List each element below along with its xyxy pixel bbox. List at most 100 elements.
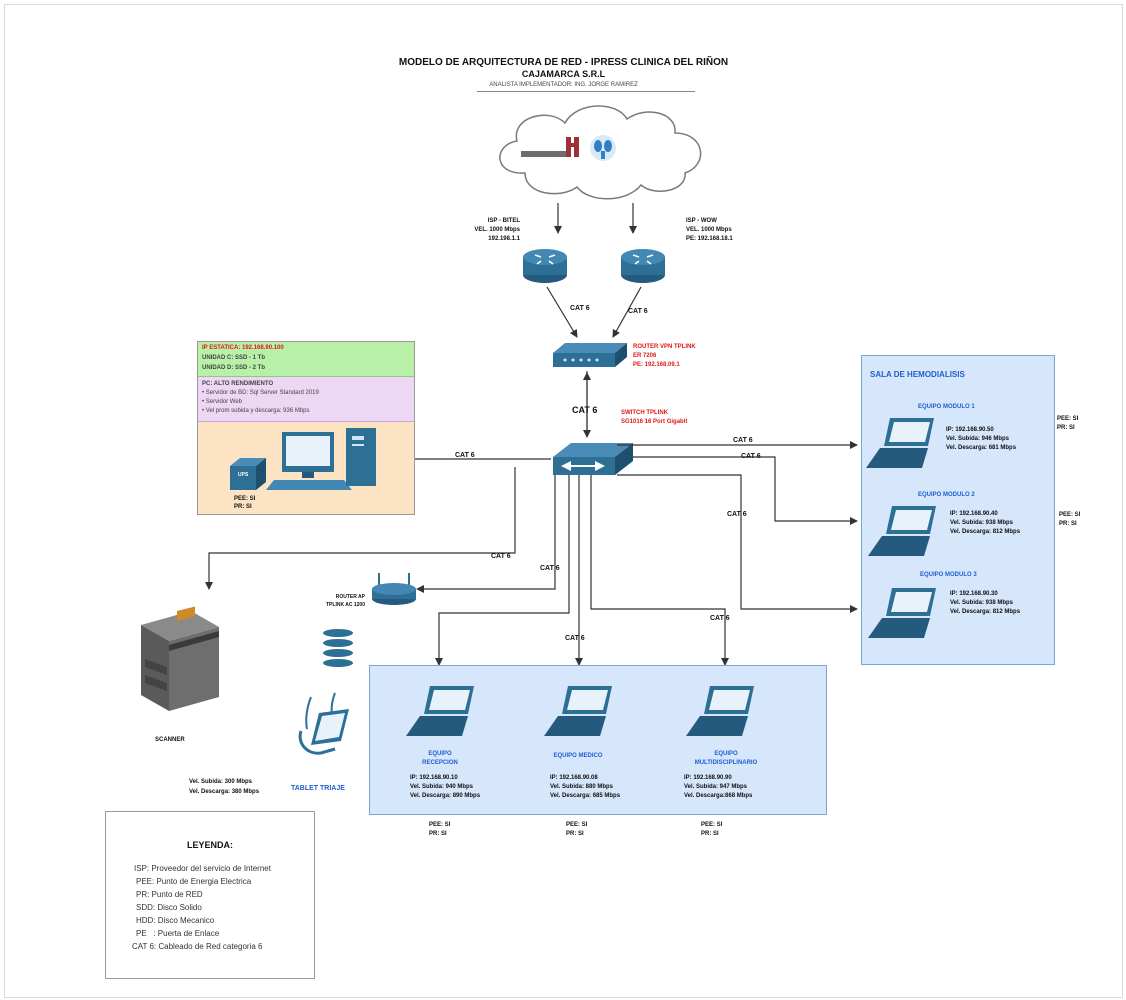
legend-item-cat6: CAT 6: Cableado de Red categoria 6 <box>132 942 263 951</box>
device-multi-pr: PR: SI <box>701 831 719 837</box>
legend-title: LEYENDA: <box>186 840 233 850</box>
scanner-label: SCANNER <box>155 737 185 743</box>
device-recepcion-down: Vel. Descarga: 890 Mbps <box>410 793 481 799</box>
laptop-icon <box>544 686 612 736</box>
isp-wow-router-icon <box>621 249 665 283</box>
analyst-line: ANALISTA IMPLEMENTADOR: ING. JORGE RAMIR… <box>489 82 638 88</box>
laptop-icon <box>406 686 474 736</box>
cat6-label-mod2: CAT 6 <box>741 453 761 460</box>
scanner-icon <box>141 606 219 711</box>
module-3-up: Vel. Subida: 938 Mbps <box>950 600 1014 606</box>
device-medico-ip: IP: 192.168.90.08 <box>550 775 598 781</box>
legend-box: LEYENDA: ISP: Proveedor del servicio de … <box>105 811 315 979</box>
tablet-label: TABLET TRIAJE <box>291 785 345 792</box>
module-3-down: Vel. Descarga: 812 Mbps <box>950 609 1021 615</box>
cat6-label-mod3: CAT 6 <box>727 511 747 518</box>
module-2-pr: PR: SI <box>1059 521 1077 527</box>
cat6-label-mod1: CAT 6 <box>733 437 753 444</box>
device-recepcion-name1: EQUIPO <box>428 751 452 757</box>
module-2-name: EQUIPO MODULO 2 <box>918 492 975 498</box>
module-2-ip: IP: 192.168.90.40 <box>950 511 998 517</box>
module-2-specs: IP: 192.168.90.40 Vel. Subida: 938 Mbps … <box>950 510 1020 537</box>
ap-router-name: ROUTER AP <box>335 594 365 600</box>
hemodialisis-room: SALA DE HEMODIALISIS EQUIPO MODULO 1 IP:… <box>861 355 1055 665</box>
server-disk-d: UNIDAD D: SSD - 2 Tb <box>202 365 265 371</box>
bottom-room-laptops <box>406 686 754 736</box>
server-pr: PR: SI <box>234 504 252 510</box>
vpn-router-label: ROUTER VPN TPLINK ER 7206 PE: 192.168.09… <box>633 343 696 370</box>
cat6-label-server: CAT 6 <box>455 452 475 459</box>
isp-links <box>554 203 637 234</box>
device-recepcion-name: EQUIPO RECEPCION <box>400 750 480 768</box>
device-recepcion-up: Vel. Subida: 940 Mbps <box>410 784 474 790</box>
isp-wow-label: ISP - WOW VEL. 1000 Mbps PE: 192.168.18.… <box>686 217 733 244</box>
ap-router-model: TPLINK AC 1200 <box>326 602 365 608</box>
module-1-up: Vel. Subida: 946 Mbps <box>946 436 1010 442</box>
module-1-ip: IP: 192.168.90.50 <box>946 427 994 433</box>
laptop-icon <box>686 686 754 736</box>
server-role-section <box>198 377 414 422</box>
device-medico-pr: PR: SI <box>566 831 584 837</box>
device-multi-name: EQUIPO MULTIDISCIPLINARIO <box>676 750 776 768</box>
device-multi-name2: MULTIDISCIPLINARIO <box>694 760 758 766</box>
kidney-logo-icon <box>590 135 616 161</box>
laptop-icon <box>866 418 934 468</box>
vpn-router-model: ER 7206 <box>633 353 657 359</box>
server-disk-c: UNIDAD C: SSD - 1 Tb <box>202 355 265 361</box>
hospital-logo-icon <box>521 137 579 157</box>
ap-router-label: ROUTER AP TPLINK AC 1200 <box>315 593 365 609</box>
isp-bitel-router-icon <box>523 249 567 283</box>
module-1-power: PEE: SI PR: SI <box>1057 415 1078 433</box>
server-role-3: • Vel prom subida y descarga: 936 Mbps <box>202 408 310 414</box>
isp-bitel-speed: VEL. 1000 Mbps <box>474 227 520 233</box>
device-medico-name1: EQUIPO MEDICO <box>553 753 603 759</box>
device-medico-pee: PEE: SI <box>566 822 588 828</box>
module-2-pee: PEE: SI <box>1059 512 1081 518</box>
module-1-pee: PEE: SI <box>1057 416 1079 422</box>
isp-wow-pe: PE: 192.168.18.1 <box>686 236 733 242</box>
module-3-name: EQUIPO MODULO 3 <box>920 572 977 578</box>
device-multi-specs: IP: 192.168.90.90 Vel. Subida: 947 Mbps … <box>684 774 752 801</box>
hemodialisis-title: SALA DE HEMODIALISIS <box>870 370 965 379</box>
cat6-label-ap: CAT 6 <box>540 565 560 572</box>
module-3-ip: IP: 192.168.90.30 <box>950 591 998 597</box>
server-disk-section <box>198 342 414 377</box>
switch-label: SWITCH TPLINK SG1016 16 Port Gigabit <box>621 409 687 427</box>
module-3-specs: IP: 192.168.90.30 Vel. Subida: 938 Mbps … <box>950 590 1020 617</box>
device-multi-pee: PEE: SI <box>701 822 723 828</box>
device-recepcion-power: PEE: SI PR: SI <box>429 821 450 839</box>
cat6-label-multi: CAT 6 <box>710 615 730 622</box>
switch-icon <box>553 443 633 475</box>
device-recepcion-specs: IP: 192.168.90.10 Vel. Subida: 940 Mbps … <box>410 774 480 801</box>
device-medico-specs: IP: 192.168.90.08 Vel. Subida: 880 Mbps … <box>550 774 620 801</box>
module-1-name: EQUIPO MODULO 1 <box>918 404 975 410</box>
module-2-down: Vel. Descarga: 812 Mbps <box>950 529 1021 535</box>
ap-router-icon <box>372 573 416 605</box>
legend-item-pr: PR: Punto de RED <box>136 890 203 899</box>
laptop-icon <box>868 588 936 638</box>
wireless-signal-icon <box>323 629 353 667</box>
device-medico-power: PEE: SI PR: SI <box>566 821 587 839</box>
cat6-label-1: CAT 6 <box>570 305 590 312</box>
device-multi-ip: IP: 192.168.90.90 <box>684 775 732 781</box>
module-1-down: Vel. Descarga: 681 Mbps <box>946 445 1017 451</box>
cat6-label-medico: CAT 6 <box>565 635 585 642</box>
tablet-down: Vel. Descarga: 380 Mbps <box>189 789 260 795</box>
router-to-vpn-links <box>546 286 642 338</box>
legend-item-hdd: HDD: Disco Mecanico <box>136 916 215 925</box>
diagram-canvas: MODELO DE ARQUITECTURA DE RED - IPRESS C… <box>4 4 1123 998</box>
cat6-label-2: CAT 6 <box>628 308 648 315</box>
module-2-up: Vel. Subida: 938 Mbps <box>950 520 1014 526</box>
bottom-room: EQUIPO RECEPCION IP: 192.168.90.10 Vel. … <box>369 665 827 815</box>
module-1-specs: IP: 192.168.90.50 Vel. Subida: 946 Mbps … <box>946 426 1016 453</box>
isp-wow-name: ISP - WOW <box>686 218 717 224</box>
hemodialisis-laptops <box>866 418 936 638</box>
device-recepcion-name2: RECEPCION <box>422 760 458 766</box>
legend-item-pee: PEE: Punto de Energia Electrica <box>136 877 252 886</box>
ups-label: UPS <box>238 472 249 478</box>
cat6-label-scanner: CAT 6 <box>491 553 511 560</box>
isp-bitel-label: ISP - BITEL VEL. 1000 Mbps 192.198.1.1 <box>460 217 520 244</box>
server-ip: IP ESTATICA: 192.168.90.100 <box>202 345 284 351</box>
device-recepcion-pr: PR: SI <box>429 831 447 837</box>
title-underline <box>477 91 695 92</box>
